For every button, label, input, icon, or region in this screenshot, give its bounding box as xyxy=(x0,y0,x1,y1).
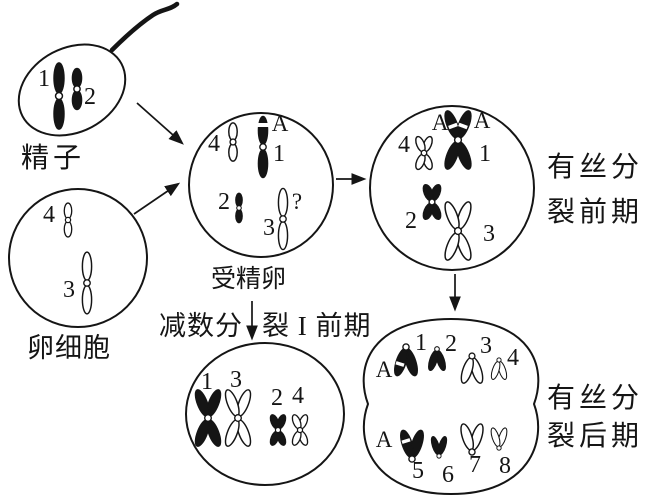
prophase-chr2-label: 2 xyxy=(405,208,417,234)
sperm-cell-group: 1 2 精子 xyxy=(17,1,180,174)
meiosis-cell-membrane xyxy=(185,342,345,486)
zygote-chromosome-3 xyxy=(277,187,289,251)
prophase-cell-membrane xyxy=(369,105,535,271)
anaphase-chr7-label: 7 xyxy=(469,452,481,478)
mitosis-prophase-label-line1: 有丝分 xyxy=(547,151,643,183)
zygote-chr3-label: 3 xyxy=(263,215,275,241)
egg-chromosome-4 xyxy=(63,202,73,238)
mitosis-anaphase-label-line2: 裂后期 xyxy=(547,420,643,452)
sperm-chr2-label: 2 xyxy=(84,84,96,110)
prophase-allele-A-right: A xyxy=(474,108,491,133)
mitosis-prophase-label-line2: 裂前期 xyxy=(547,196,643,228)
sperm-chr1-label: 1 xyxy=(38,66,50,92)
anaphase-chr1-label: 1 xyxy=(415,330,427,356)
sperm-cell-membrane xyxy=(17,43,127,137)
mitosis-prophase-group: A A 1 4 2 3 有丝分 裂前期 xyxy=(369,105,643,271)
zygote-chr1-label: 1 xyxy=(273,141,285,167)
zygote-cell-membrane xyxy=(188,112,334,258)
egg-chr4-label: 4 xyxy=(43,202,55,228)
anaphase-chr4-label: 4 xyxy=(507,345,519,371)
anaphase-chr2-label: 2 xyxy=(445,331,457,357)
prophase-chr4-label: 4 xyxy=(398,132,410,158)
zygote-unknown-allele-label: ? xyxy=(292,189,302,214)
prophase-allele-A-left: A xyxy=(432,110,449,135)
prophase-chr3-label: 3 xyxy=(483,221,495,247)
meiosis-chr4-label: 4 xyxy=(292,383,304,409)
meiosis-chr3-label: 3 xyxy=(230,367,242,393)
zygote-chr1-allele-band xyxy=(257,123,269,127)
zygote-chr2-label: 2 xyxy=(218,189,230,215)
mitosis-anaphase-group: A 1 2 3 4 A 5 6 7 8 有丝分 裂后期 xyxy=(362,317,643,496)
anaphase-chr8-label: 8 xyxy=(499,453,511,479)
meiosis-chr1-label: 1 xyxy=(201,369,213,395)
prophase-chr1-label: 1 xyxy=(479,141,491,167)
zygote-label: 受精卵 xyxy=(211,265,286,293)
egg-chromosome-3 xyxy=(81,251,93,315)
sperm-tail xyxy=(109,1,180,53)
anaphase-top-allele-A: A xyxy=(376,357,393,382)
egg-cell-membrane xyxy=(8,188,148,328)
zygote-cell-group: 4 A 1 2 3 ? 受精卵 xyxy=(188,111,334,293)
meiosis-label-left: 减数分 xyxy=(159,311,243,341)
sperm-chromosome-2 xyxy=(71,67,83,111)
anaphase-bottom-allele-A: A xyxy=(376,427,393,452)
meiosis-group: 减数分 裂 I 前期 1 3 2 4 xyxy=(159,301,372,486)
meiosis-chr2-label: 2 xyxy=(271,385,283,411)
zygote-chromosome-4 xyxy=(228,122,238,162)
egg-cell-group: 4 3 卵细胞 xyxy=(8,188,148,363)
arrow-sperm-to-zygote xyxy=(136,102,184,145)
sperm-chromosome-1 xyxy=(53,62,65,130)
zygote-chr4-label: 4 xyxy=(208,131,220,157)
anaphase-chr5-allele-band xyxy=(401,438,411,444)
anaphase-chr5-label: 5 xyxy=(412,458,424,484)
egg-chr3-label: 3 xyxy=(63,277,75,303)
arrow-egg-to-zygote xyxy=(133,182,181,215)
sperm-label: 精子 xyxy=(21,142,85,174)
egg-label: 卵细胞 xyxy=(27,333,111,363)
zygote-allele-A-label: A xyxy=(272,111,289,136)
anaphase-chr6-label: 6 xyxy=(442,462,454,488)
prophase-chr1-allele-band-right xyxy=(458,122,468,130)
prophase-chr1-allele-band-left xyxy=(448,122,458,130)
meiosis-label-right: 裂 I 前期 xyxy=(262,311,372,341)
anaphase-chr3-label: 3 xyxy=(480,333,492,359)
mitosis-anaphase-label-line1: 有丝分 xyxy=(547,382,643,414)
anaphase-chr1-allele-band xyxy=(395,361,405,367)
zygote-chromosome-2 xyxy=(235,192,243,224)
